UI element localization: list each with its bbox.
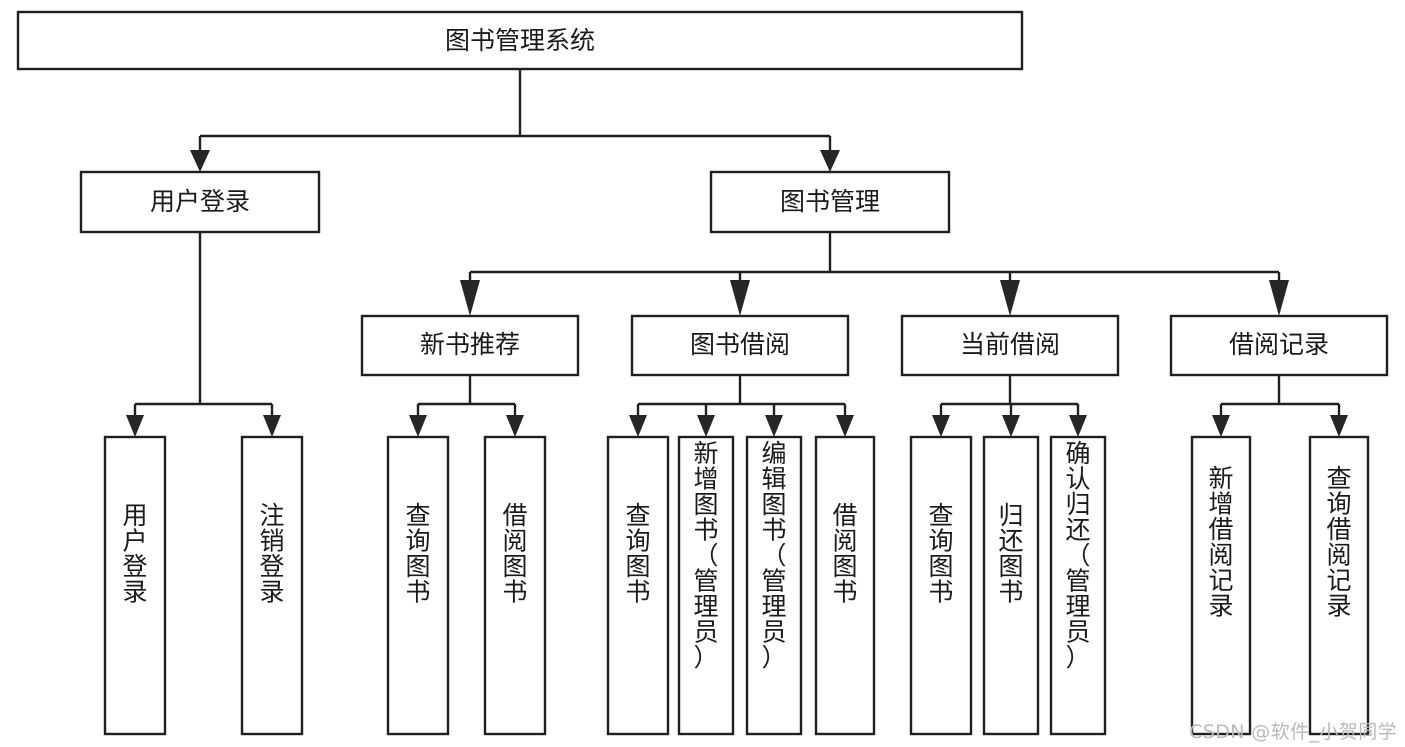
node-leaf-add-book[interactable]: 新增图书（管理员） xyxy=(677,435,735,736)
node-leaf-query-book-2[interactable]: 查询图书 xyxy=(606,435,670,736)
arrowhead-leaf-borrow-book-1 xyxy=(506,415,524,437)
node-root-box[interactable] xyxy=(16,10,1024,71)
node-leaf-user-login-label: 用户登录 xyxy=(122,501,147,607)
node-leaf-return-book[interactable]: 归还图书 xyxy=(982,435,1040,736)
node-book-manage-box[interactable] xyxy=(709,170,951,234)
node-leaf-query-book-1[interactable]: 查询图书 xyxy=(386,435,450,736)
node-book-borrow[interactable]: 图书借阅 xyxy=(630,314,850,377)
node-leaf-query-book-1-label: 查询图书 xyxy=(405,501,430,607)
node-leaf-edit-book[interactable]: 编辑图书（管理员） xyxy=(745,435,803,736)
node-leaf-confirm-return-box[interactable] xyxy=(1049,435,1107,736)
connector-root-to-level2 xyxy=(198,69,832,155)
node-leaf-query-record[interactable]: 查询借阅记录 xyxy=(1308,435,1370,736)
node-leaf-add-record-label: 新增借阅记录 xyxy=(1208,464,1233,621)
node-current-borrow-box[interactable] xyxy=(900,314,1120,377)
connector-newbook-to-leaves xyxy=(416,375,517,420)
connector-currentborrow-to-leaves xyxy=(939,375,1080,420)
node-leaf-add-record-box[interactable] xyxy=(1190,435,1252,736)
arrowhead-book-borrow xyxy=(730,280,750,316)
arrowhead-new-book-recommend xyxy=(460,280,480,316)
node-leaf-confirm-return[interactable]: 确认归还（管理员） xyxy=(1049,435,1107,736)
node-leaf-borrow-book-2-box[interactable] xyxy=(814,435,876,736)
node-root-label: 图书管理系统 xyxy=(445,26,595,55)
arrowhead-leaf-confirm-return xyxy=(1069,415,1087,437)
arrowhead-leaf-query-record xyxy=(1330,415,1348,437)
node-leaf-query-book-2-label: 查询图书 xyxy=(625,501,650,607)
node-user-login[interactable]: 用户登录 xyxy=(79,170,321,234)
node-leaf-logout-label: 注销登录 xyxy=(259,501,284,607)
node-leaf-borrow-book-2-label: 借阅图书 xyxy=(832,501,857,607)
node-leaf-borrow-book-2[interactable]: 借阅图书 xyxy=(814,435,876,736)
arrowhead-leaf-logout xyxy=(263,415,281,437)
node-book-borrow-label: 图书借阅 xyxy=(690,330,790,359)
arrowhead-leaf-borrow-book-2 xyxy=(836,415,854,437)
node-leaf-query-book-3-label: 查询图书 xyxy=(928,501,953,607)
node-leaf-logout-box[interactable] xyxy=(240,435,304,736)
node-leaf-add-book-box[interactable] xyxy=(677,435,735,736)
node-leaf-query-book-2-box[interactable] xyxy=(606,435,670,736)
node-leaf-borrow-book-1-label: 借阅图书 xyxy=(502,501,527,607)
csdn-watermark: CSDN @软件_小贺同学 xyxy=(1189,721,1397,743)
node-leaf-query-record-label: 查询借阅记录 xyxy=(1326,464,1351,621)
node-current-borrow[interactable]: 当前借阅 xyxy=(900,314,1120,377)
node-leaf-user-login-box[interactable] xyxy=(103,435,167,736)
connector-userlogin-to-leaves xyxy=(133,232,274,420)
connector-borrowrecord-to-leaves xyxy=(1219,375,1341,420)
node-new-book-recommend-box[interactable] xyxy=(360,314,580,377)
node-new-book-recommend-label: 新书推荐 xyxy=(420,330,520,359)
node-leaf-user-login[interactable]: 用户登录 xyxy=(103,435,167,736)
node-root[interactable]: 图书管理系统 xyxy=(16,10,1024,71)
arrowhead-leaf-query-book-1 xyxy=(409,415,427,437)
node-borrow-record-label: 借阅记录 xyxy=(1229,330,1329,359)
node-leaf-borrow-book-1-box[interactable] xyxy=(483,435,547,736)
arrowhead-leaf-return-book xyxy=(1002,415,1020,437)
arrowhead-current-borrow xyxy=(1000,280,1020,316)
arrowhead-user-login xyxy=(190,150,210,172)
arrowhead-borrow-record xyxy=(1269,280,1289,316)
arrowhead-leaf-query-book-3 xyxy=(932,415,950,437)
arrowhead-leaf-edit-book xyxy=(765,415,783,437)
node-leaf-return-book-box[interactable] xyxy=(982,435,1040,736)
node-leaf-query-book-1-box[interactable] xyxy=(386,435,450,736)
connector-bookborrow-to-leaves xyxy=(636,375,847,420)
node-leaf-query-record-box[interactable] xyxy=(1308,435,1370,736)
node-leaf-edit-book-box[interactable] xyxy=(745,435,803,736)
node-borrow-record-box[interactable] xyxy=(1169,314,1389,377)
node-user-login-box[interactable] xyxy=(79,170,321,234)
arrowhead-leaf-query-book-2 xyxy=(629,415,647,437)
node-leaf-query-book-3-box[interactable] xyxy=(909,435,973,736)
connector-layer xyxy=(126,69,1348,437)
node-leaf-borrow-book-1[interactable]: 借阅图书 xyxy=(483,435,547,736)
arrowhead-leaf-add-book xyxy=(697,415,715,437)
node-book-borrow-box[interactable] xyxy=(630,314,850,377)
arrowhead-leaf-add-record xyxy=(1212,415,1230,437)
node-leaf-confirm-return-label: 确认归还（管理员） xyxy=(1065,439,1090,672)
arrowhead-book-manage xyxy=(820,150,840,172)
node-borrow-record[interactable]: 借阅记录 xyxy=(1169,314,1389,377)
node-book-manage-label: 图书管理 xyxy=(780,187,880,216)
node-leaf-logout[interactable]: 注销登录 xyxy=(240,435,304,736)
node-current-borrow-label: 当前借阅 xyxy=(960,330,1060,359)
node-leaf-add-book-label: 新增图书（管理员） xyxy=(693,439,718,672)
arrowhead-leaf-user-login xyxy=(126,415,144,437)
node-leaf-edit-book-label: 编辑图书（管理员） xyxy=(761,439,786,672)
node-new-book-recommend[interactable]: 新书推荐 xyxy=(360,314,580,377)
node-leaf-query-book-3[interactable]: 查询图书 xyxy=(909,435,973,736)
node-user-login-label: 用户登录 xyxy=(150,187,250,216)
node-leaf-return-book-label: 归还图书 xyxy=(998,501,1023,607)
node-leaf-add-record[interactable]: 新增借阅记录 xyxy=(1190,435,1252,736)
connector-bookmanage-to-level3 xyxy=(468,232,1281,284)
node-book-manage[interactable]: 图书管理 xyxy=(709,170,951,234)
